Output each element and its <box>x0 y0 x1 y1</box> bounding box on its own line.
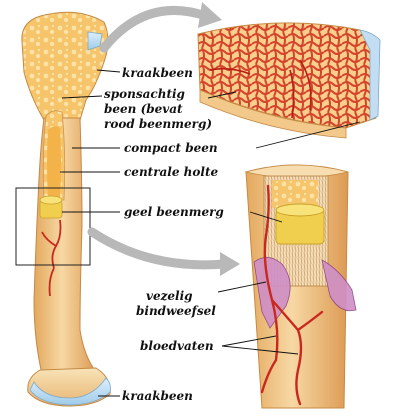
shaft-detail <box>244 164 357 409</box>
label-centrale-holte: centrale holte <box>124 165 219 179</box>
label-kraakbeen-top: kraakbeen <box>122 66 193 80</box>
arrow-bottom <box>87 227 229 270</box>
leader-lines <box>60 69 361 397</box>
spongy-cartilage-edge <box>359 29 381 121</box>
leader-bloedvaten-1 <box>221 335 277 347</box>
label-sponsachtig-1: sponsachtig <box>104 87 185 101</box>
bottom-cartilage <box>29 377 111 406</box>
arrows <box>87 2 240 276</box>
shaft-vessel <box>41 219 62 297</box>
yellow-marrow-small <box>39 195 63 219</box>
label-bloedvaten: bloedvaten <box>140 339 214 353</box>
detail-vessels <box>260 184 324 406</box>
leader-geel-right <box>249 211 283 223</box>
spongy-block <box>197 22 377 129</box>
label-geel-beenmerg: geel beenmerg <box>124 205 224 219</box>
label-sponsachtig-2: been (bevat <box>104 102 183 116</box>
leader-compact-right <box>255 121 361 149</box>
label-kraakbeen-bottom: kraakbeen <box>122 389 193 403</box>
leader-sponsachtig-right <box>207 91 237 99</box>
long-bone <box>15 11 111 407</box>
arrow-top <box>99 6 211 53</box>
bone-top-head <box>21 11 109 121</box>
label-sponsachtig-3: rood beenmerg) <box>104 117 212 131</box>
label-vezelig-2: bindweefsel <box>136 304 216 318</box>
leader-bloedvaten-2 <box>221 345 299 355</box>
label-compact-been: compact been <box>124 141 218 155</box>
labels: kraakbeen sponsachtig been (bevat rood b… <box>104 66 224 403</box>
spongy-vessels <box>209 59 312 119</box>
leader-kraakbeen-top <box>96 69 121 73</box>
compact-front-face <box>199 89 347 139</box>
detail-spongy-top <box>272 180 318 208</box>
cavity-inner <box>47 126 61 198</box>
leader-sponsachtig <box>61 95 103 99</box>
arrow-top-head <box>198 2 222 28</box>
selection-box <box>15 187 91 266</box>
label-vezelig-1: vezelig <box>146 289 193 303</box>
arrow-bottom-head <box>220 252 240 276</box>
yellow-marrow-large <box>275 203 325 245</box>
spongy-bone-detail <box>197 22 381 139</box>
leader-vezelig <box>217 281 267 293</box>
